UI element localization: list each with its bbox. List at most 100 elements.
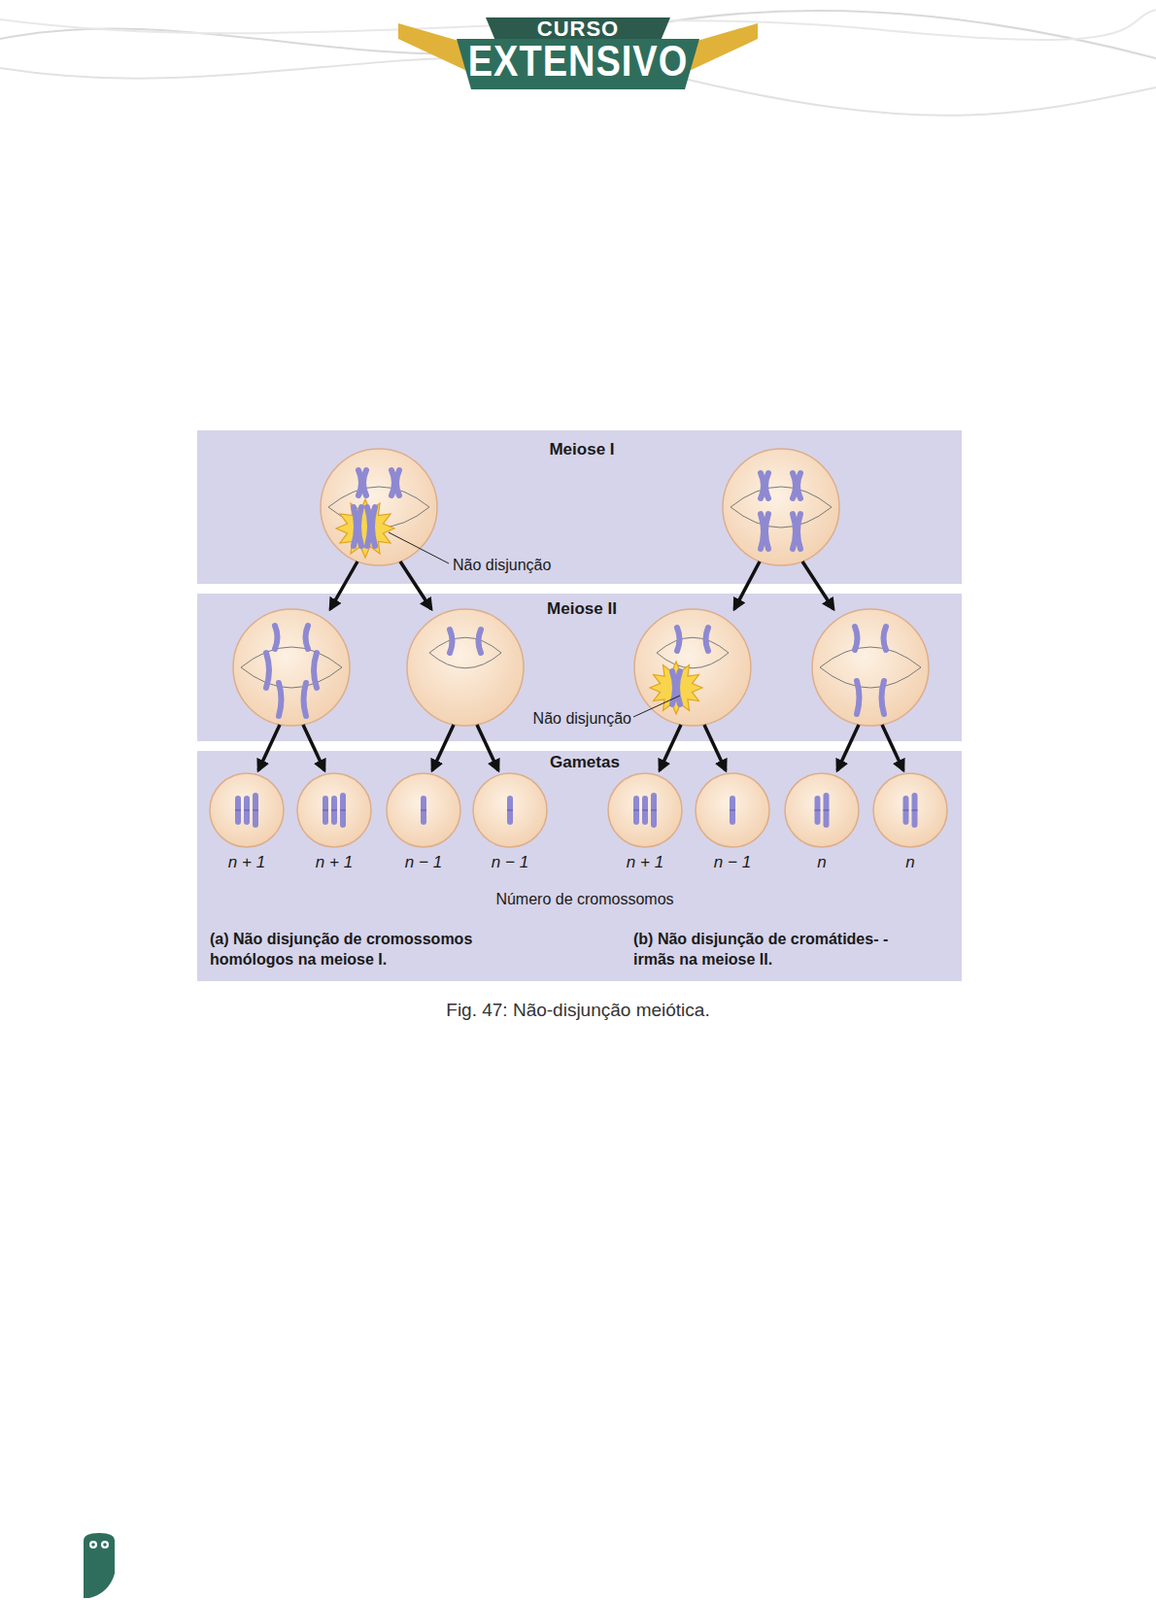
chromosome: [815, 798, 821, 822]
arrow: [882, 724, 904, 771]
chromosome: [903, 798, 910, 822]
chromatid: [797, 513, 801, 549]
centromere: [815, 809, 821, 812]
centromere: [903, 809, 910, 812]
chromosome: [322, 798, 329, 822]
chromatid: [478, 629, 482, 653]
chromatid: [854, 626, 858, 650]
chromatid: [304, 682, 307, 716]
centromere: [823, 809, 830, 812]
spindle: [429, 652, 502, 669]
chromatid: [396, 470, 400, 496]
chromosome-number: n − 1: [405, 852, 442, 873]
spindle: [730, 486, 832, 508]
gamete-cell: [473, 773, 547, 848]
gamete-cell: [608, 773, 682, 848]
chromosome-number: n: [905, 852, 915, 873]
gamete-cell: [386, 773, 461, 848]
chromatid: [266, 652, 270, 688]
gamete-cell: [297, 773, 372, 848]
arrow: [837, 724, 859, 771]
centromere: [729, 809, 736, 812]
figure-caption: Fig. 47: Não-disjunção meiótica.: [445, 999, 710, 1021]
centromere: [633, 809, 640, 812]
chromosome: [243, 798, 250, 822]
chromatid: [358, 507, 362, 546]
chromosome: [331, 798, 338, 822]
callout-label: Não disjunção: [533, 710, 632, 728]
callout-label: Não disjunção: [452, 556, 551, 575]
chromatid: [706, 627, 710, 651]
chromatid: [274, 625, 278, 649]
chromatid: [797, 473, 801, 499]
centromere: [331, 809, 338, 812]
centromere: [650, 809, 657, 812]
arrow: [432, 724, 454, 771]
spindle: [429, 637, 502, 653]
chromatid: [677, 671, 680, 705]
chromosome: [912, 795, 918, 825]
leader-line: [388, 532, 449, 564]
cell: [407, 609, 524, 726]
band-text: (a) Não disjunção de cromossomos homólog…: [209, 928, 502, 970]
chromosome-number: n + 1: [626, 852, 664, 873]
chromatid: [372, 507, 375, 546]
cell: [634, 609, 751, 726]
chromatid: [278, 682, 282, 716]
centromere: [252, 809, 259, 812]
spindle: [819, 646, 921, 668]
centromere: [420, 809, 427, 812]
chromosome: [642, 798, 648, 822]
chromosome: [420, 798, 427, 822]
chromosome: [340, 795, 346, 825]
arrow: [734, 561, 760, 610]
arrow: [802, 561, 834, 610]
centromere: [912, 809, 918, 812]
arrow: [704, 724, 726, 771]
arrow: [303, 724, 325, 771]
chromatid: [677, 627, 680, 651]
chromatid: [856, 680, 860, 714]
chromosome: [507, 798, 513, 822]
chromosome: [633, 798, 640, 822]
chromosome-number: n: [816, 852, 826, 873]
spindle: [240, 646, 342, 668]
arrow: [400, 561, 432, 610]
cell: [722, 448, 840, 566]
stage-band: Meiose I: [197, 430, 962, 584]
band-text: Número de cromossomos: [495, 890, 674, 909]
logo-text: EXTENSIVO: [468, 37, 689, 86]
chromosome: [823, 795, 830, 825]
band-heading: Meiose II: [546, 599, 617, 619]
centromere: [322, 809, 329, 812]
chromatid: [765, 473, 769, 499]
logo-banner: [456, 38, 700, 90]
centromere: [340, 809, 346, 812]
chromosome: [235, 798, 241, 822]
chromosome: [650, 795, 657, 825]
centromere: [642, 809, 648, 812]
owl-icon: [83, 1532, 115, 1598]
chromosome: [252, 795, 259, 825]
chromatid: [313, 652, 317, 688]
chromatid: [882, 680, 885, 714]
band-heading: Meiose I: [548, 440, 614, 460]
chromosome: [729, 798, 736, 822]
gamete-cell: [784, 773, 859, 848]
cell: [812, 609, 929, 726]
chromosome-number: n − 1: [491, 852, 529, 873]
arrow: [258, 724, 280, 771]
cell: [233, 609, 350, 726]
chromatid: [884, 626, 887, 650]
spindle: [656, 652, 729, 669]
nondisjunction-burst: [336, 499, 395, 558]
centromere: [507, 809, 513, 812]
spindle: [240, 667, 342, 688]
spindle: [730, 507, 832, 528]
centromere: [235, 809, 241, 812]
chromosome-number: n − 1: [714, 852, 751, 873]
spindle: [819, 667, 921, 688]
logo-banner-top: [485, 17, 671, 41]
